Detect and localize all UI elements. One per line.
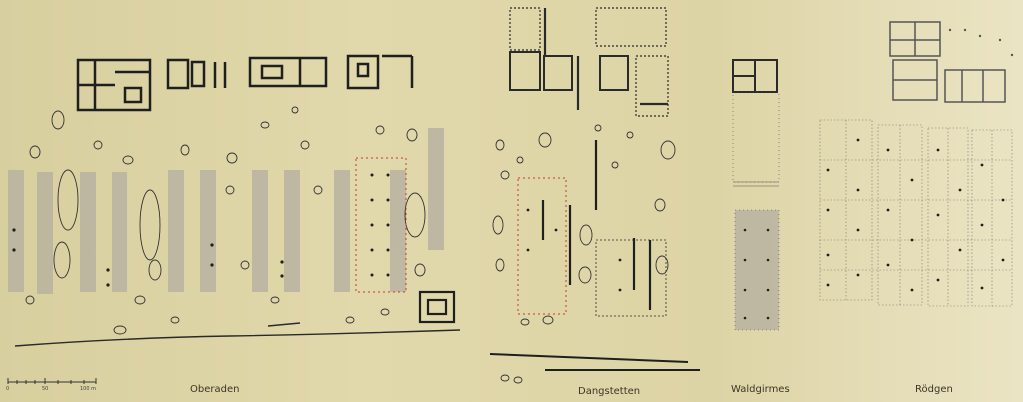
oberaden-plan [8,54,461,347]
dangstetten-pits [492,124,676,326]
scale-tick-100: 100 m [80,386,97,392]
dangstetten-defence [489,353,700,371]
oberaden-corner-building [418,290,456,324]
scale-tick-50: 50 [42,386,49,392]
scale-bar [7,378,97,384]
label-rodgen: Rödgen [915,384,953,395]
rodgen-postholes [826,138,1005,292]
dangstetten-postholes [526,208,622,292]
scale-tick-0: 0 [6,386,10,392]
oberaden-highlight-barrack [355,157,407,293]
label-dangstetten: Dangstetten [578,386,641,397]
dangstetten-highlight-barrack [517,177,667,317]
rodgen-plan [819,21,1014,307]
waldgirmes-street [733,181,779,187]
oberaden-road [267,322,301,327]
dangstetten-trenches [541,140,652,310]
rodgen-barrack-grid [819,119,1013,307]
oberaden-pits [25,106,426,335]
oberaden-barrack-bands [8,128,444,294]
dangstetten-plan [489,7,700,384]
oberaden-central-buildings [76,54,414,112]
oberaden-postholes [12,228,284,287]
rodgen-central-buildings [889,21,1006,103]
label-waldgirmes: Waldgirmes [731,384,790,395]
label-oberaden: Oberaden [190,384,240,395]
waldgirmes-plan [732,59,780,331]
waldgirmes-barrack-band [735,210,779,330]
waldgirmes-forum [732,59,778,93]
oberaden-south-defence [14,329,461,347]
dangstetten-buildings [509,7,669,117]
